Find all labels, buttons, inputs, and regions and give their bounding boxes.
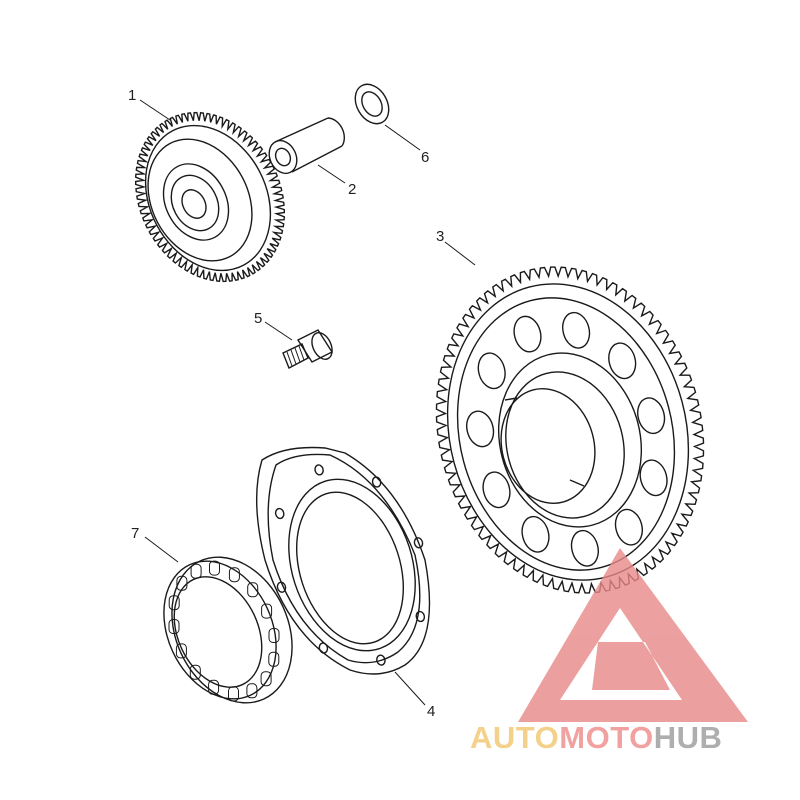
bolt-hole — [274, 507, 285, 520]
callout-7: 7 — [131, 525, 139, 542]
callout-6: 6 — [421, 149, 429, 166]
roller — [260, 671, 272, 687]
part-clutch-housing-plate — [255, 446, 431, 675]
part-washer — [354, 83, 390, 125]
callout-labels: 1 2 3 4 5 6 7 — [128, 87, 444, 720]
roller — [268, 628, 280, 643]
lightening-hole — [570, 529, 599, 567]
part-one-way-clutch-bearing — [163, 556, 293, 704]
gear-tooth-profile — [134, 111, 286, 283]
bolt-hole — [413, 537, 424, 549]
lightening-hole — [639, 459, 668, 497]
watermark-brand: AUTOMOTOHUB — [470, 720, 722, 755]
lightening-hole — [482, 471, 511, 509]
callout-2: 2 — [348, 181, 356, 198]
roller — [228, 567, 240, 583]
roller — [190, 563, 202, 579]
roller — [246, 683, 258, 699]
roller — [175, 643, 187, 659]
lightening-hole — [608, 342, 637, 380]
bolt-hole — [415, 610, 426, 623]
lightening-hole — [562, 311, 591, 349]
driven-gear-teeth — [435, 266, 705, 594]
lightening-hole — [513, 315, 542, 353]
bolt-hole — [376, 654, 386, 666]
roller — [208, 679, 220, 695]
lightening-hole — [477, 352, 506, 390]
part-bolt — [282, 329, 334, 369]
bolt-hole — [276, 581, 287, 593]
roller — [247, 582, 259, 598]
driven-gear-lightening-holes — [466, 311, 668, 567]
bearing-rollers — [168, 560, 280, 702]
lightening-hole — [637, 397, 666, 435]
roller — [168, 595, 180, 611]
callout-1: 1 — [128, 87, 136, 104]
lightening-hole — [466, 410, 495, 448]
bolt-hole — [371, 476, 382, 488]
callout-3: 3 — [436, 228, 444, 245]
callout-4: 4 — [427, 703, 435, 720]
idler-gear-teeth — [134, 111, 286, 283]
bolt-hole — [318, 642, 329, 654]
gear-tooth-profile — [435, 266, 705, 594]
bolt-hole — [314, 464, 324, 476]
roller — [209, 560, 220, 576]
part-spacer-sleeve — [268, 117, 346, 175]
lightening-hole — [614, 508, 643, 546]
part-starter-driven-gear — [435, 266, 705, 594]
callout-5: 5 — [254, 310, 262, 327]
roller — [168, 619, 180, 634]
plate-bolt-holes — [274, 464, 426, 666]
watermark-logo: AUTOMOTOHUB — [470, 548, 748, 755]
roller — [228, 686, 239, 702]
leader-lines — [139, 99, 476, 706]
lightening-hole — [521, 515, 550, 553]
roller — [189, 664, 201, 680]
part-idler-gear — [134, 111, 286, 283]
roller — [176, 575, 188, 591]
watermark-triangle-icon — [518, 548, 748, 722]
roller — [261, 603, 273, 619]
roller — [268, 651, 280, 667]
